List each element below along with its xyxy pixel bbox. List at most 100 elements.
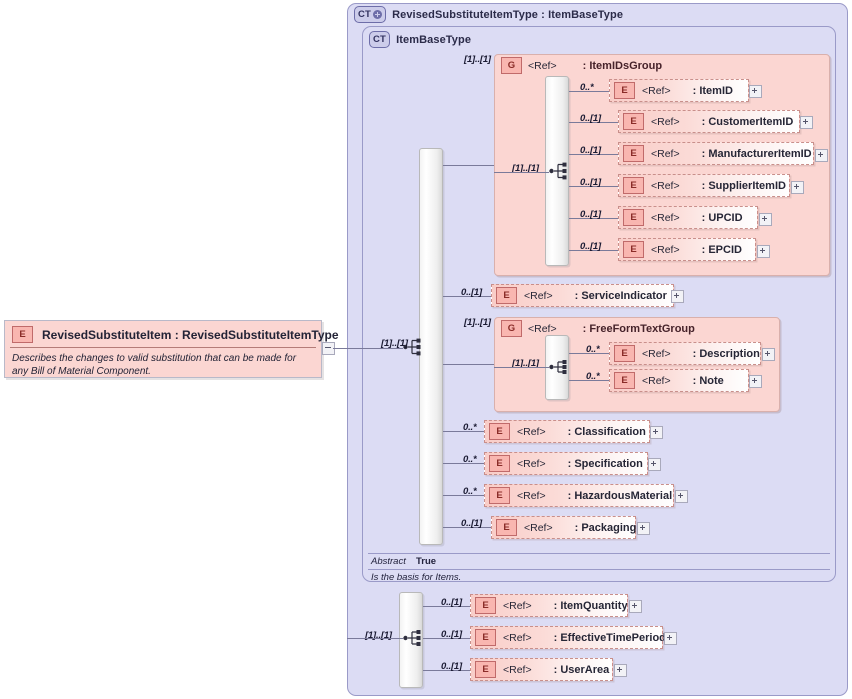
e-badge-icon: E bbox=[623, 177, 644, 194]
expand-itemid-button[interactable] bbox=[749, 85, 762, 98]
occurrence-supplieritemid: 0..[1] bbox=[580, 177, 601, 188]
connector-line bbox=[569, 122, 618, 123]
element-name: : Classification bbox=[567, 425, 646, 438]
element-packaging[interactable]: E <Ref> : Packaging bbox=[491, 516, 636, 539]
freeformtextgroup-header: G <Ref> : FreeFormTextGroup bbox=[501, 320, 695, 337]
element-itemid[interactable]: E <Ref> : ItemID bbox=[609, 79, 749, 102]
element-epcid[interactable]: E <Ref> : EPCID bbox=[618, 238, 756, 261]
extension-sequence-occurrence: [1]..[1] bbox=[365, 630, 392, 641]
element-name: : EffectiveTimePeriod bbox=[553, 631, 666, 644]
element-customeritemid[interactable]: E <Ref> : CustomerItemID bbox=[618, 110, 800, 133]
root-element-description: Describes the changes to valid substitut… bbox=[12, 353, 297, 377]
root-element-box[interactable]: E RevisedSubstituteItem : RevisedSubstit… bbox=[4, 320, 339, 378]
element-manufactureritemid[interactable]: E <Ref> : ManufacturerItemID bbox=[618, 142, 814, 165]
sequence-compositor-icon bbox=[403, 630, 421, 646]
occurrence-itemid: 0..* bbox=[580, 82, 594, 93]
element-serviceindicator[interactable]: E <Ref> : ServiceIndicator bbox=[491, 284, 674, 307]
occurrence-packaging: 0..[1] bbox=[461, 518, 482, 529]
expand-supplieritemid-button[interactable] bbox=[791, 181, 804, 194]
element-name: : HazardousMaterial bbox=[567, 489, 673, 502]
element-ref: <Ref> bbox=[503, 663, 532, 676]
ct-badge-icon[interactable]: CT bbox=[369, 31, 391, 48]
e-badge-icon: E bbox=[475, 597, 496, 614]
abstract-rule-top bbox=[368, 553, 830, 554]
freeformtextgroup-name: : FreeFormTextGroup bbox=[582, 322, 695, 335]
occurrence-itemquantity: 0..[1] bbox=[441, 597, 462, 608]
element-hazardousmaterial[interactable]: E <Ref> : HazardousMaterial bbox=[484, 484, 674, 507]
occurrence-classification: 0..* bbox=[463, 422, 477, 433]
expand-packaging-button[interactable] bbox=[637, 522, 650, 535]
element-note[interactable]: E <Ref> : Note bbox=[609, 369, 749, 392]
connector-line bbox=[569, 380, 609, 381]
element-userarea[interactable]: E <Ref> : UserArea bbox=[470, 658, 613, 681]
expand-plus-icon bbox=[373, 10, 383, 19]
abstract-note: Is the basis for Items. bbox=[371, 572, 462, 583]
ct-inner-badge-label: CT bbox=[373, 34, 387, 45]
connector-sequence-to-itemidsgroup bbox=[443, 165, 494, 166]
connector-line bbox=[423, 606, 471, 607]
itemidsgroup-header: G <Ref> : ItemIDsGroup bbox=[501, 57, 662, 74]
expand-manufactureritemid-button[interactable] bbox=[815, 149, 828, 162]
e-badge-icon: E bbox=[489, 423, 510, 440]
ct-plus-icon[interactable]: CT bbox=[354, 6, 387, 23]
expand-effectivetimeperiod-button[interactable] bbox=[664, 632, 677, 645]
element-itemquantity[interactable]: E <Ref> : ItemQuantity bbox=[470, 594, 628, 617]
occurrence-effectivetimeperiod: 0..[1] bbox=[441, 629, 462, 640]
expand-note-button[interactable] bbox=[749, 375, 762, 388]
occurrence-hazardousmaterial: 0..* bbox=[463, 486, 477, 497]
element-name: : Specification bbox=[567, 457, 643, 470]
connector-sequence-to-packaging bbox=[443, 527, 491, 528]
e-badge-icon: E bbox=[623, 209, 644, 226]
connector-line bbox=[569, 353, 609, 354]
e-badge-icon: E bbox=[489, 455, 510, 472]
e-badge-icon: E bbox=[496, 287, 517, 304]
occurrence-description: 0..* bbox=[586, 344, 600, 355]
occurrence-serviceindicator: 0..[1] bbox=[461, 287, 482, 298]
root-element-header: E RevisedSubstituteItem : RevisedSubstit… bbox=[5, 321, 339, 347]
element-ref: <Ref> bbox=[517, 489, 546, 502]
e-badge-icon: E bbox=[475, 661, 496, 678]
occurrence-epcid: 0..[1] bbox=[580, 241, 601, 252]
abstract-label: Abstract bbox=[371, 556, 406, 567]
element-effectivetimeperiod[interactable]: E <Ref> : EffectiveTimePeriod bbox=[470, 626, 666, 649]
expand-epcid-button[interactable] bbox=[757, 245, 770, 258]
itemidsgroup-inner-occurrence: [1]..[1] bbox=[512, 163, 539, 174]
element-specification[interactable]: E <Ref> : Specification bbox=[484, 452, 648, 475]
occurrence-specification: 0..* bbox=[463, 454, 477, 465]
expand-upcid-button[interactable] bbox=[759, 213, 772, 226]
complextype-inner-header: CT ItemBaseType bbox=[369, 31, 471, 48]
element-ref: <Ref> bbox=[524, 521, 553, 534]
element-name: : Note bbox=[692, 374, 724, 387]
e-badge-icon: E bbox=[12, 326, 33, 343]
connector-sequence-to-specification bbox=[443, 463, 491, 464]
complextype-outer-title: RevisedSubstituteItemType : ItemBaseType bbox=[392, 8, 624, 21]
sequence-compositor-icon bbox=[549, 162, 567, 180]
element-description[interactable]: E <Ref> : Description bbox=[609, 342, 761, 365]
element-name: : ItemID bbox=[692, 84, 733, 97]
connector-sequence-to-classification bbox=[443, 431, 491, 432]
element-supplieritemid[interactable]: E <Ref> : SupplierItemID bbox=[618, 174, 790, 197]
sequence-compositor-icon bbox=[403, 338, 421, 356]
element-upcid[interactable]: E <Ref> : UPCID bbox=[618, 206, 758, 229]
expand-hazardousmaterial-button[interactable] bbox=[675, 490, 688, 503]
expand-userarea-button[interactable] bbox=[614, 664, 627, 677]
expand-serviceindicator-button[interactable] bbox=[671, 290, 684, 303]
element-ref: <Ref> bbox=[524, 289, 553, 302]
e-badge-icon: E bbox=[623, 113, 644, 130]
expand-description-button[interactable] bbox=[762, 348, 775, 361]
expand-classification-button[interactable] bbox=[650, 426, 663, 439]
occurrence-manufactureritemid: 0..[1] bbox=[580, 145, 601, 156]
e-badge-icon: E bbox=[489, 487, 510, 504]
expand-itemquantity-button[interactable] bbox=[629, 600, 642, 613]
element-name: : SupplierItemID bbox=[701, 179, 786, 192]
element-classification[interactable]: E <Ref> : Classification bbox=[484, 420, 650, 443]
e-badge-icon: E bbox=[614, 82, 635, 99]
connector-line bbox=[423, 670, 471, 671]
expand-customeritemid-button[interactable] bbox=[800, 116, 813, 129]
connector-line bbox=[569, 91, 609, 92]
freeformtextgroup-occurrence: [1]..[1] bbox=[464, 317, 491, 328]
element-name: : UPCID bbox=[701, 211, 743, 224]
connector-sequence-to-serviceindicator bbox=[443, 296, 491, 297]
expand-specification-button[interactable] bbox=[648, 458, 661, 471]
